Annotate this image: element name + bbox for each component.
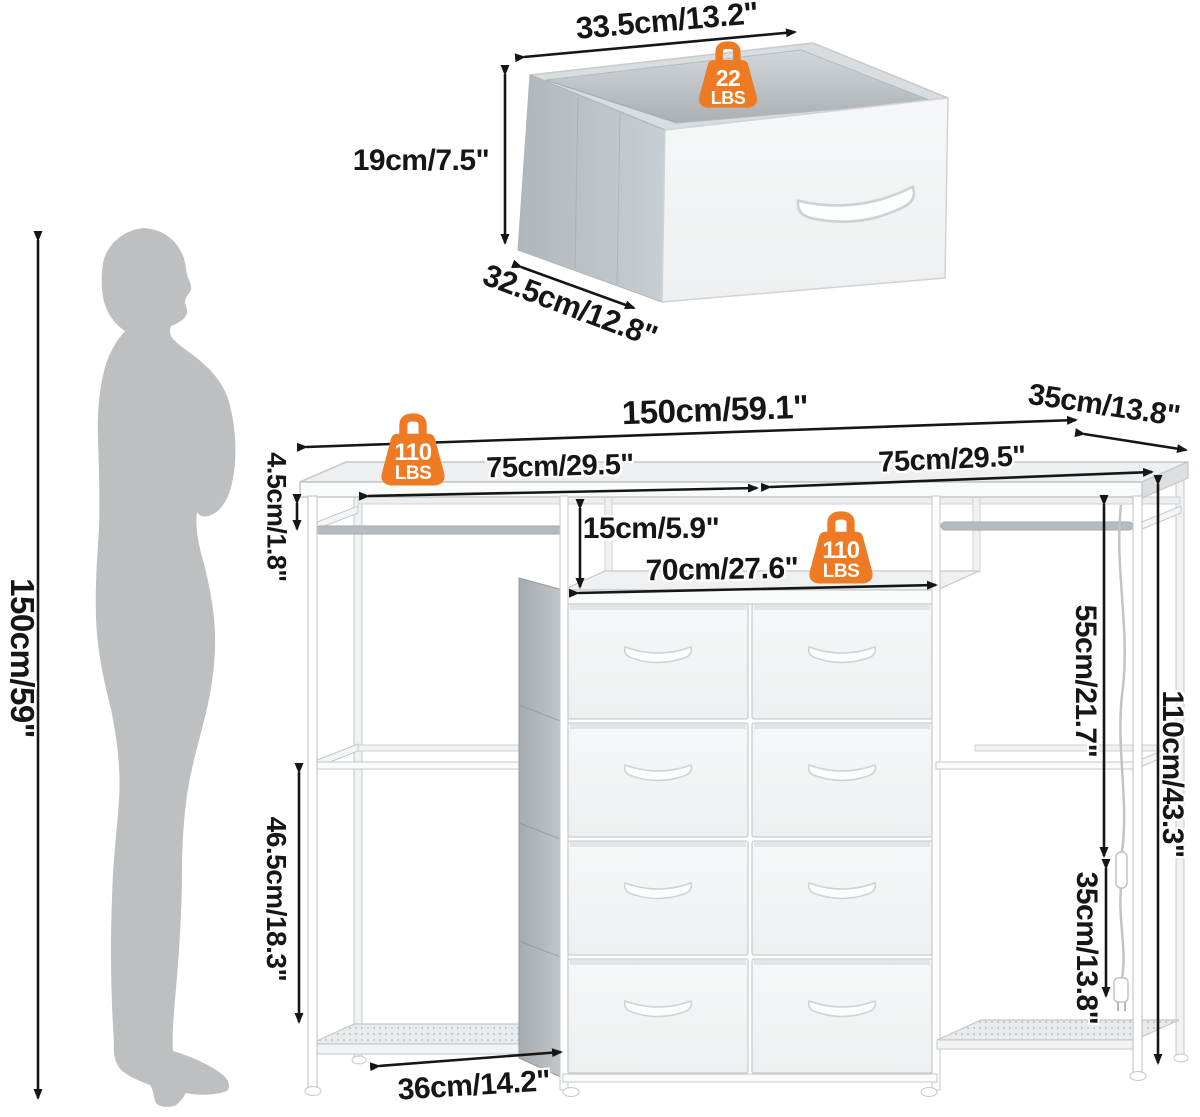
person-silhouette: [95, 228, 236, 1107]
power-cord: [1113, 504, 1129, 1011]
badge-value: 110: [822, 537, 860, 564]
power-plug: [1113, 977, 1129, 1003]
drawer: [751, 722, 933, 838]
weight-bag-icon: [809, 511, 873, 584]
drawer-grid: [567, 603, 933, 1074]
total-height-label: 110cm/43.3": [1156, 690, 1189, 858]
storage-bin: [517, 42, 949, 303]
badge-unit: LBS: [394, 462, 432, 484]
badge-value: 110: [394, 439, 432, 466]
dresser-width-arrow: [568, 580, 938, 598]
bin-capacity-badge: 22 LBS: [694, 41, 762, 109]
unit-width-label: 150cm/59.1": [621, 387, 809, 432]
drawer: [567, 603, 749, 720]
left-hanging-rod: [315, 525, 563, 535]
bin-height-label: 19cm/7.5": [352, 144, 490, 177]
dresser-height-label: 55cm/21.7": [1069, 604, 1102, 758]
drawer: [751, 840, 933, 956]
unit-depth-arrow: [1074, 428, 1188, 454]
dimension-arrows: [33, 28, 1188, 1100]
dresser-side-panel: [518, 577, 564, 1079]
right-mesh-shelf: [936, 1019, 1180, 1041]
right-span-label: 75cm/29.5": [877, 440, 1027, 479]
right-clearance-label: 35cm/13.8": [1070, 871, 1103, 1025]
bin-width-arrow: [514, 28, 797, 63]
drawer: [567, 722, 749, 838]
right-span-arrow: [760, 467, 1154, 492]
drawer: [567, 958, 749, 1074]
bin-front-face: [661, 97, 949, 303]
dresser-width-label: 70cm/27.6": [645, 551, 799, 588]
bin-depth-arrow: [511, 259, 636, 310]
badge-unit: LBS: [710, 87, 746, 108]
top-capacity-badge: 110 LBS: [374, 413, 452, 487]
left-span-label: 75cm/29.5": [485, 448, 635, 485]
right-garment-rack: [935, 495, 1189, 1081]
drawer: [751, 603, 933, 720]
shelf-gap-label: 15cm/5.9": [582, 512, 720, 545]
weight-bag-icon: [381, 413, 445, 486]
top-thickness-label: 4.5cm/1.8": [261, 452, 292, 582]
side-shelf-arrow: [369, 1048, 563, 1072]
badge-unit: LBS: [822, 560, 860, 582]
left-span-arrow: [358, 483, 759, 501]
left-clearance-label: 46.5cm/18.3": [261, 816, 292, 982]
drawer: [567, 840, 749, 956]
badge-value: 22: [715, 65, 741, 91]
weight-bag-icon: [698, 41, 758, 108]
person-height-label: 150cm/59": [4, 578, 41, 738]
shelf-capacity-badge: 110 LBS: [804, 511, 878, 585]
drawer: [751, 958, 933, 1074]
